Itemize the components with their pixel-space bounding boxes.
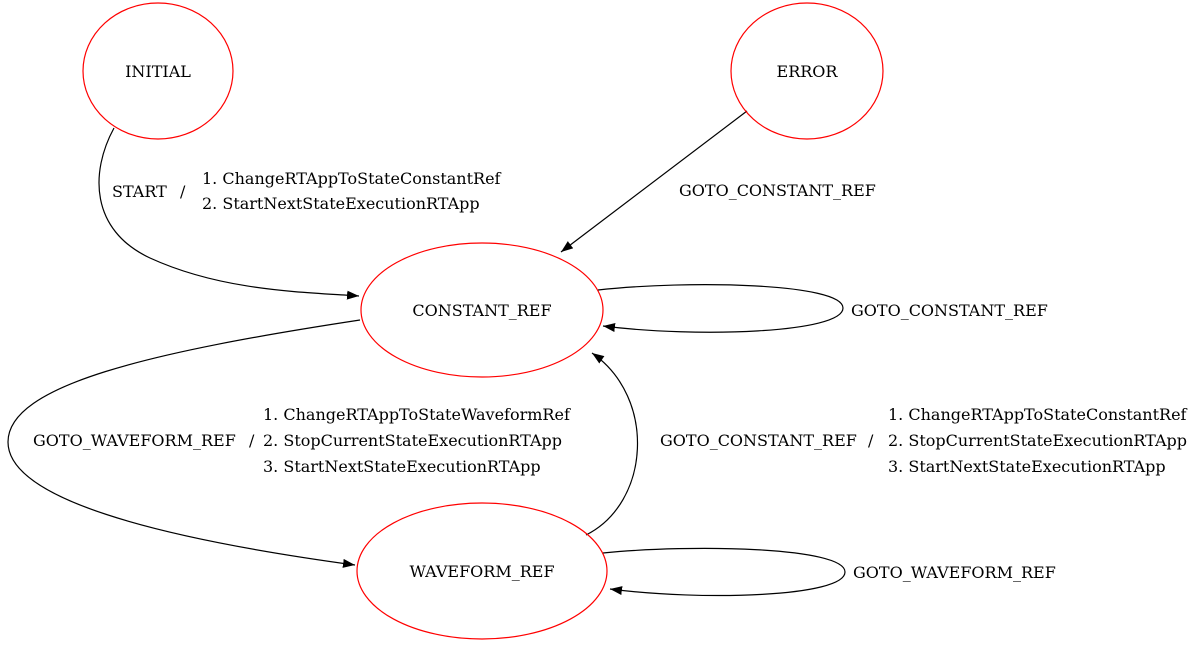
waveform-ref-self-loop-event-label: GOTO_WAVEFORM_REF	[853, 563, 1056, 582]
waveform-ref-state-label: WAVEFORM_REF	[409, 562, 554, 581]
edge-label-error-goto-constant-ref: GOTO_CONSTANT_REF	[679, 181, 876, 200]
initial-state-ellipse	[82, 2, 234, 140]
edge-label-goto-constant-ref: GOTO_CONSTANT_REF / 1. ChangeRTAppToStat…	[660, 405, 1188, 476]
error-goto-constant-ref-event-label: GOTO_CONSTANT_REF	[679, 181, 876, 200]
start-event-separator: /	[180, 182, 186, 201]
goto-constant-ref-separator: /	[868, 431, 874, 450]
initial-state-label: INITIAL	[125, 62, 191, 81]
goto-waveform-ref-event-label: GOTO_WAVEFORM_REF	[33, 431, 236, 450]
error-state-label: ERROR	[777, 62, 839, 81]
state-node-error: ERROR	[730, 2, 884, 140]
constant-ref-state-label: CONSTANT_REF	[412, 301, 551, 320]
edge-constant-ref-to-waveform-ref	[7, 319, 361, 568]
goto-constant-ref-event-label: GOTO_CONSTANT_REF	[660, 431, 857, 450]
goto-constant-ref-action-2: 2. StopCurrentStateExecutionRTApp	[888, 431, 1187, 450]
goto-waveform-ref-action-1: 1. ChangeRTAppToStateWaveformRef	[263, 405, 571, 424]
waveform-ref-state-ellipse	[356, 502, 608, 640]
edge-initial-to-constant-ref	[98, 127, 360, 300]
start-action-1: 1. ChangeRTAppToStateConstantRef	[202, 169, 502, 188]
goto-constant-ref-action-1: 1. ChangeRTAppToStateConstantRef	[888, 405, 1188, 424]
state-node-constant-ref: CONSTANT_REF	[360, 242, 604, 378]
start-action-2: 2. StartNextStateExecutionRTApp	[202, 194, 480, 213]
goto-waveform-ref-action-2: 2. StopCurrentStateExecutionRTApp	[263, 431, 562, 450]
start-event-label: START	[112, 182, 167, 201]
state-node-initial: INITIAL	[82, 2, 234, 140]
edge-label-goto-waveform-ref: GOTO_WAVEFORM_REF / 1. ChangeRTAppToStat…	[33, 405, 571, 476]
goto-constant-ref-action-3: 3. StartNextStateExecutionRTApp	[888, 457, 1166, 476]
error-state-ellipse	[730, 2, 884, 140]
goto-waveform-ref-separator: /	[249, 431, 255, 450]
constant-ref-self-loop-event-label: GOTO_CONSTANT_REF	[851, 301, 1048, 320]
edge-waveform-ref-self-loop	[602, 547, 846, 597]
edge-constant-ref-self-loop	[597, 284, 844, 333]
state-node-waveform-ref: WAVEFORM_REF	[356, 502, 608, 640]
edge-error-to-constant-ref	[560, 110, 748, 253]
edge-label-constant-ref-self-loop: GOTO_CONSTANT_REF	[851, 301, 1048, 320]
edge-waveform-ref-to-constant-ref	[585, 352, 638, 536]
constant-ref-state-ellipse	[360, 242, 604, 378]
edge-label-waveform-ref-self-loop: GOTO_WAVEFORM_REF	[853, 563, 1056, 582]
edges	[7, 110, 846, 597]
goto-waveform-ref-action-3: 3. StartNextStateExecutionRTApp	[263, 457, 541, 476]
edge-label-start: START / 1. ChangeRTAppToStateConstantRef…	[112, 169, 502, 213]
